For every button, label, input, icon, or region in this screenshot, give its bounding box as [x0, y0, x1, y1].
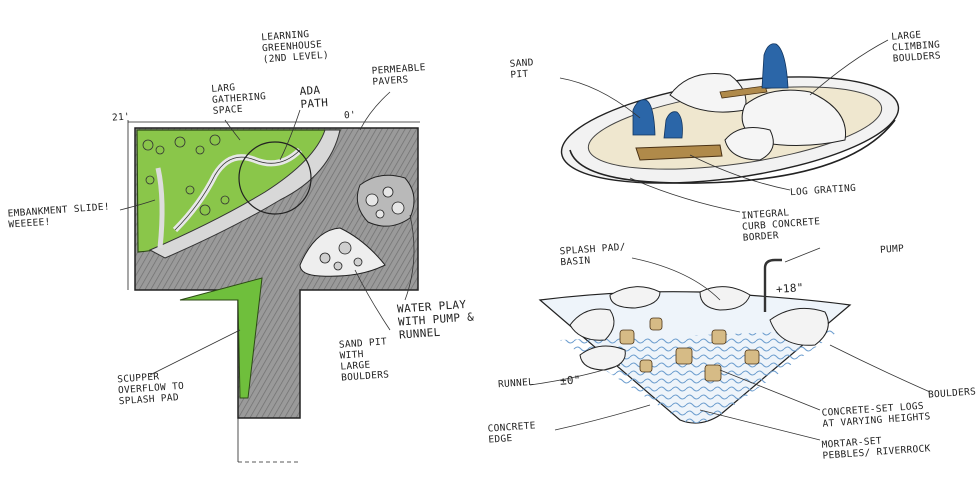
water-play-rocks — [365, 186, 405, 219]
sand-pit-leaders — [559, 39, 889, 213]
label-permeable-pavers: PERMEABLE PAVERS — [371, 62, 427, 88]
label-splash-pad: SPLASH PAD/ BASIN — [559, 241, 627, 269]
climbing-boulders — [669, 73, 847, 161]
water-surface — [560, 330, 840, 424]
label-integral-curb: INTEGRAL CURB CONCRETE BORDER — [740, 207, 821, 244]
splash-leaders — [529, 247, 931, 441]
label-learning-greenhouse: LEARNING GREENHOUSE (2ND LEVEL) — [260, 28, 330, 66]
log — [635, 144, 723, 161]
label-sand-pit: SAND PIT — [509, 57, 535, 81]
label-scupper: SCUPPER OVERFLOW TO SPLASH PAD — [116, 371, 185, 408]
label-large-gathering-space: LARG GATHERING SPACE — [210, 82, 267, 117]
label-plus-18: +18" — [775, 281, 805, 296]
label-water-play: WATER PLAY WITH PUMP & RUNNEL — [396, 297, 475, 342]
site-plan — [119, 91, 420, 463]
sand-pit-boulders — [319, 241, 363, 271]
label-pump: PUMP — [879, 243, 905, 256]
border-shadow — [569, 119, 896, 184]
label-dim-left: 21' — [111, 111, 131, 124]
label-large-climbing-boulders: LARGE CLIMBING BOULDERS — [890, 29, 942, 65]
concrete-logs — [619, 317, 760, 382]
sand-pit-perspective — [559, 39, 900, 213]
pump-spout — [763, 258, 782, 312]
shrubs — [142, 134, 230, 216]
label-sand-pit-boulders: SAND PIT WITH LARGE BOULDERS — [338, 336, 390, 384]
scupper-swale — [179, 277, 263, 399]
label-dim-top: 0' — [343, 109, 357, 122]
gathering-circle — [238, 141, 312, 215]
splash-boulders — [569, 286, 829, 371]
label-zero: ±0" — [559, 373, 582, 388]
log-grating-top — [719, 85, 768, 99]
plan-leaders — [119, 91, 415, 376]
child-figures — [632, 43, 789, 139]
ada-path-shape — [148, 129, 341, 259]
label-concrete-edge: CONCRETE EDGE — [487, 420, 537, 446]
gathering-path-edge — [174, 149, 301, 231]
label-ada-path: ADA PATH — [299, 83, 329, 111]
slide — [155, 167, 165, 249]
splash-pad-perspective — [529, 247, 931, 441]
